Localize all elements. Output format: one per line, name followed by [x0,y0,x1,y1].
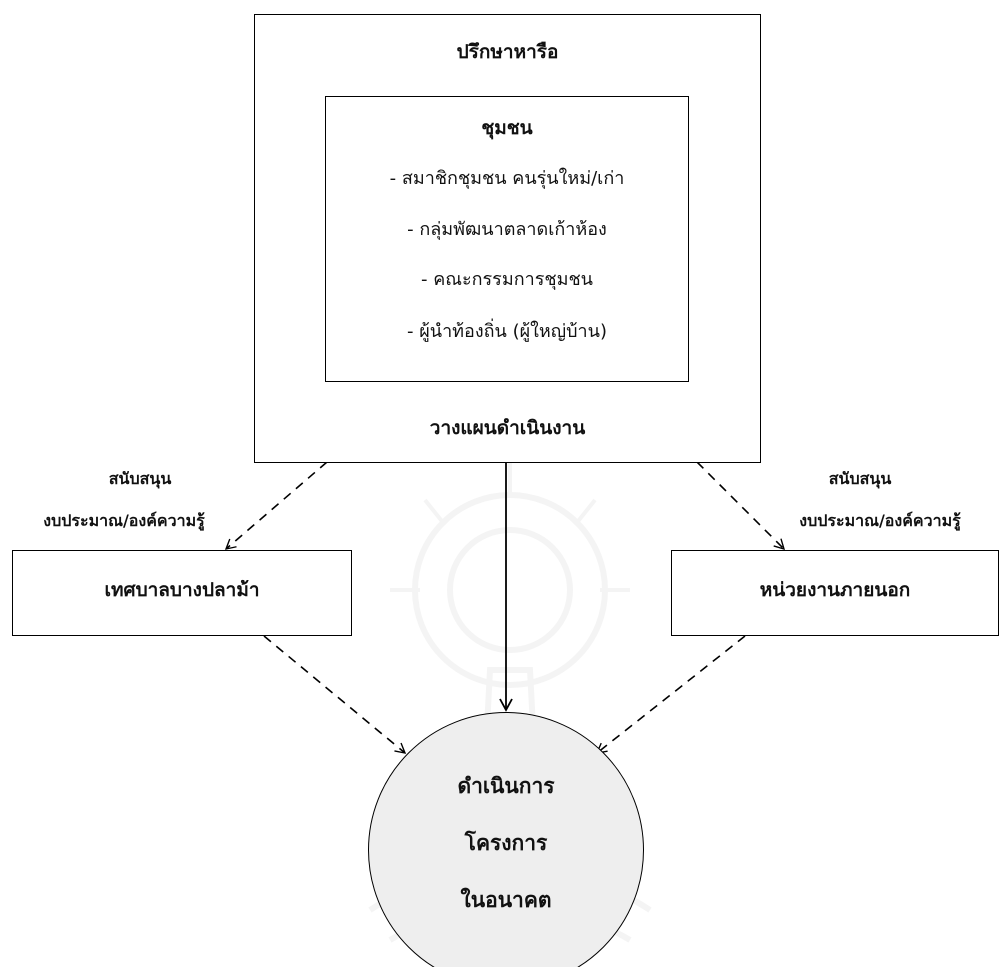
advisory-title: ปรึกษาหารือ [456,41,559,63]
arrow-external-agency-to-outcome [595,635,746,754]
external-agency-box [671,550,999,636]
outcome-circle [368,712,644,967]
outcome-line: ดำเนินการ [457,774,555,798]
municipality-label: เทศบาลบางปลาม้า [104,579,260,601]
right-support-label: สนับสนุน [828,469,892,488]
outcome-line: โครงการ [464,831,548,855]
right-support-detail: งบประมาณ/องค์ความรู้ [799,511,961,530]
external-agency-label: หน่วยงานภายนอก [759,579,911,601]
advisory-footer: วางแผนดำเนินงาน [429,417,586,439]
outcome-line: ในอนาคต [460,888,552,912]
community-title: ชุมชน [481,117,533,139]
community-member-item: - ผู้นำท้องถิ่น (ผู้ใหญ่บ้าน) [407,321,607,342]
community-member-item: - กลุ่มพัฒนาตลาดเก้าห้อง [407,219,607,240]
arrow-municipality-to-outcome [263,635,407,754]
community-member-item: - สมาชิกชุมชน คนรุ่นใหม่/เก่า [389,168,625,189]
community-member-item: - คณะกรรมการชุมชน [420,269,593,290]
community-box [325,96,689,382]
left-support-detail: งบประมาณ/องค์ความรู้ [43,511,205,530]
arrow-advisory-to-external-agency [696,461,786,551]
left-support-label: สนับสนุน [108,469,172,488]
municipality-box [12,550,352,636]
arrow-advisory-to-municipality [224,461,328,550]
